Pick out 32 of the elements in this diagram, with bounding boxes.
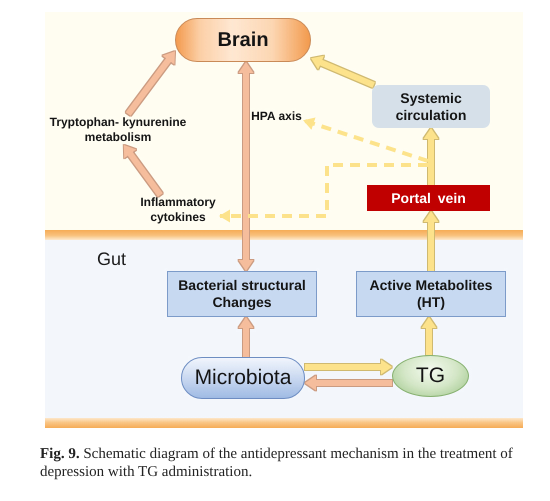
block-arrow [126,50,178,116]
node-text: Tryptophan- kynurenine metabolism [44,114,192,145]
ellipse-shape [392,355,469,397]
process-box [167,271,317,317]
box-label: Bacterial structural Changes [177,277,307,311]
block-arrow [238,62,254,271]
box-label: Active Metabolites (HT) [368,277,494,311]
dashed-arrow [303,118,429,163]
region-label: Gut [97,249,126,270]
node-label: Microbiota [194,366,292,390]
node-label: Brain [217,28,269,52]
block-arrow [424,128,438,185]
node-label: TG [416,364,446,388]
node-text: Inflammatory cytokines [136,195,220,225]
pill-shape [181,357,305,399]
block-arrow [305,376,392,390]
rounded-box [372,85,490,128]
node-text: HPA axis [249,108,304,124]
block-arrow [310,56,375,88]
block-arrow [238,317,254,357]
pill-shape [175,18,311,62]
block-arrow [121,143,163,197]
block-arrow [424,211,438,271]
box-label: Portal vein [391,190,466,206]
dashed-arrow [219,163,428,222]
process-box [367,185,490,211]
figure-caption: Fig. 9. Schematic diagram of the antidepressant mechanism in the treatment of depression with TG administration. [40,445,514,481]
block-arrow [422,317,436,355]
block-arrow [305,360,392,374]
region-panel [45,230,523,428]
process-box [356,271,506,317]
box-label: Systemic circulation [394,90,468,124]
